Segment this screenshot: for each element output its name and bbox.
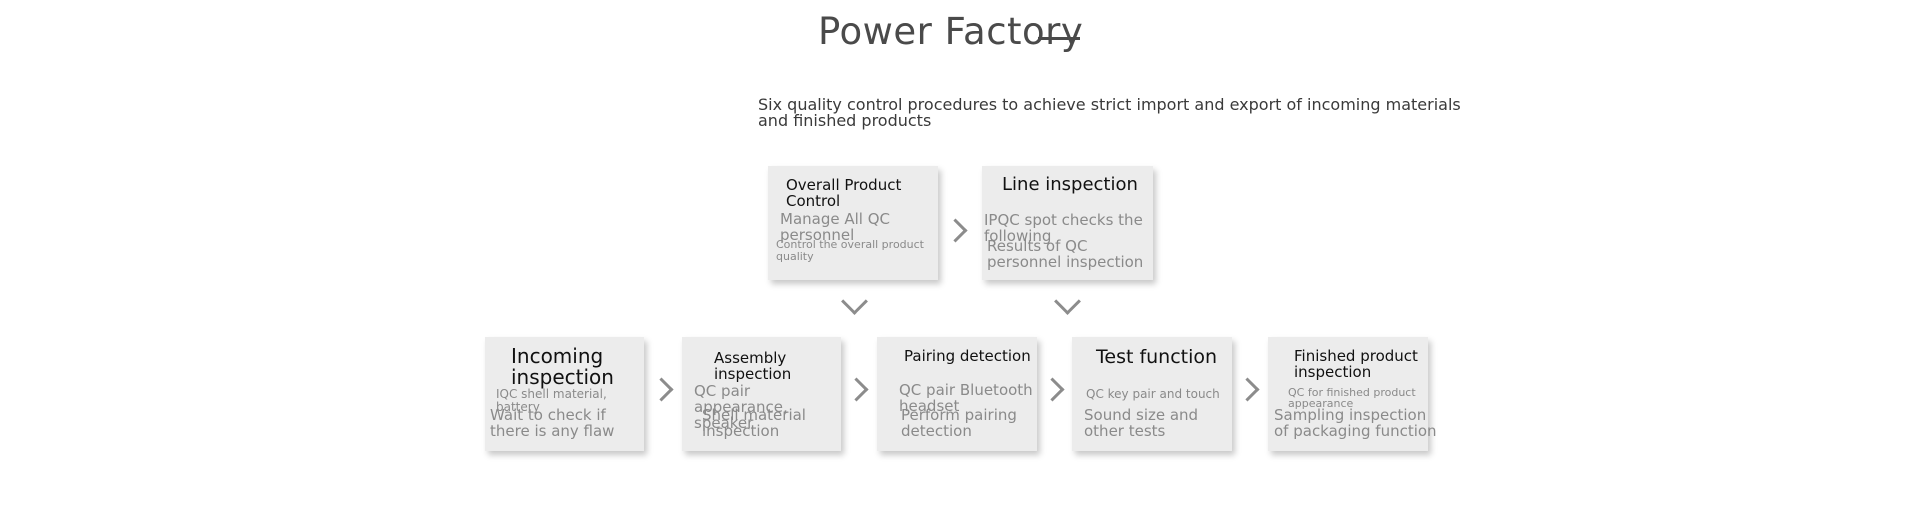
- card-line2: Sampling inspection of packaging functio…: [1274, 406, 1437, 440]
- card-line1: QC pair Bluetooth headset: [899, 381, 1033, 415]
- card-line-inspection: Line inspection IPQC spot checks the fol…: [982, 166, 1153, 280]
- card-line2: Sound size and other tests: [1084, 406, 1199, 440]
- card-title: Test function: [1096, 346, 1218, 368]
- card-title: Line inspection: [1002, 174, 1138, 195]
- card-test-function: Test function QC key pair and touch Soun…: [1072, 337, 1232, 451]
- card-line2: Results of QC personnel inspection: [987, 237, 1144, 271]
- card-pairing-detection: Pairing detection QC pair Bluetooth head…: [877, 337, 1037, 451]
- chevron-right-icon: [844, 377, 869, 402]
- card-assembly-inspection: Assembly inspection QC pair appearance, …: [682, 337, 841, 451]
- card-incoming-inspection: Incoming inspection IQC shell material, …: [485, 337, 644, 451]
- page-subtitle: Six quality control procedures to achiev…: [758, 95, 1461, 130]
- chevron-down-icon: [841, 288, 868, 315]
- card-title: Incoming inspection: [511, 344, 614, 389]
- title-decoration-line: [1038, 37, 1080, 40]
- chevron-right-icon: [943, 218, 968, 243]
- card-title: Pairing detection: [904, 347, 1031, 365]
- card-overall-product-control: Overall Product Control Manage All QC pe…: [768, 166, 938, 280]
- card-title: Finished product inspection: [1294, 347, 1418, 381]
- card-line1: QC pair appearance, speaker: [694, 382, 788, 432]
- card-line2: Wait to check if there is any flaw: [490, 406, 615, 440]
- card-line2: Perform pairing detection: [901, 406, 1017, 440]
- card-line1: Manage All QC personnel: [780, 210, 890, 244]
- card-line1: IPQC spot checks the following: [984, 211, 1143, 245]
- card-line2: Control the overall product quality: [776, 238, 924, 263]
- card-line2: Shell material inspection: [702, 406, 806, 440]
- chevron-right-icon: [1040, 377, 1065, 402]
- card-line1: QC for finished product appearance: [1288, 386, 1416, 410]
- chevron-down-icon: [1054, 288, 1081, 315]
- card-line1: IQC shell material, battery: [496, 387, 607, 414]
- chevron-right-icon: [649, 377, 674, 402]
- page-title: Power Factory: [818, 10, 1084, 53]
- card-finished-product-inspection: Finished product inspection QC for finis…: [1268, 337, 1437, 451]
- card-title: Overall Product Control: [786, 176, 902, 210]
- card-line1: QC key pair and touch: [1086, 387, 1220, 401]
- chevron-right-icon: [1235, 377, 1260, 402]
- card-title: Assembly inspection: [714, 349, 792, 383]
